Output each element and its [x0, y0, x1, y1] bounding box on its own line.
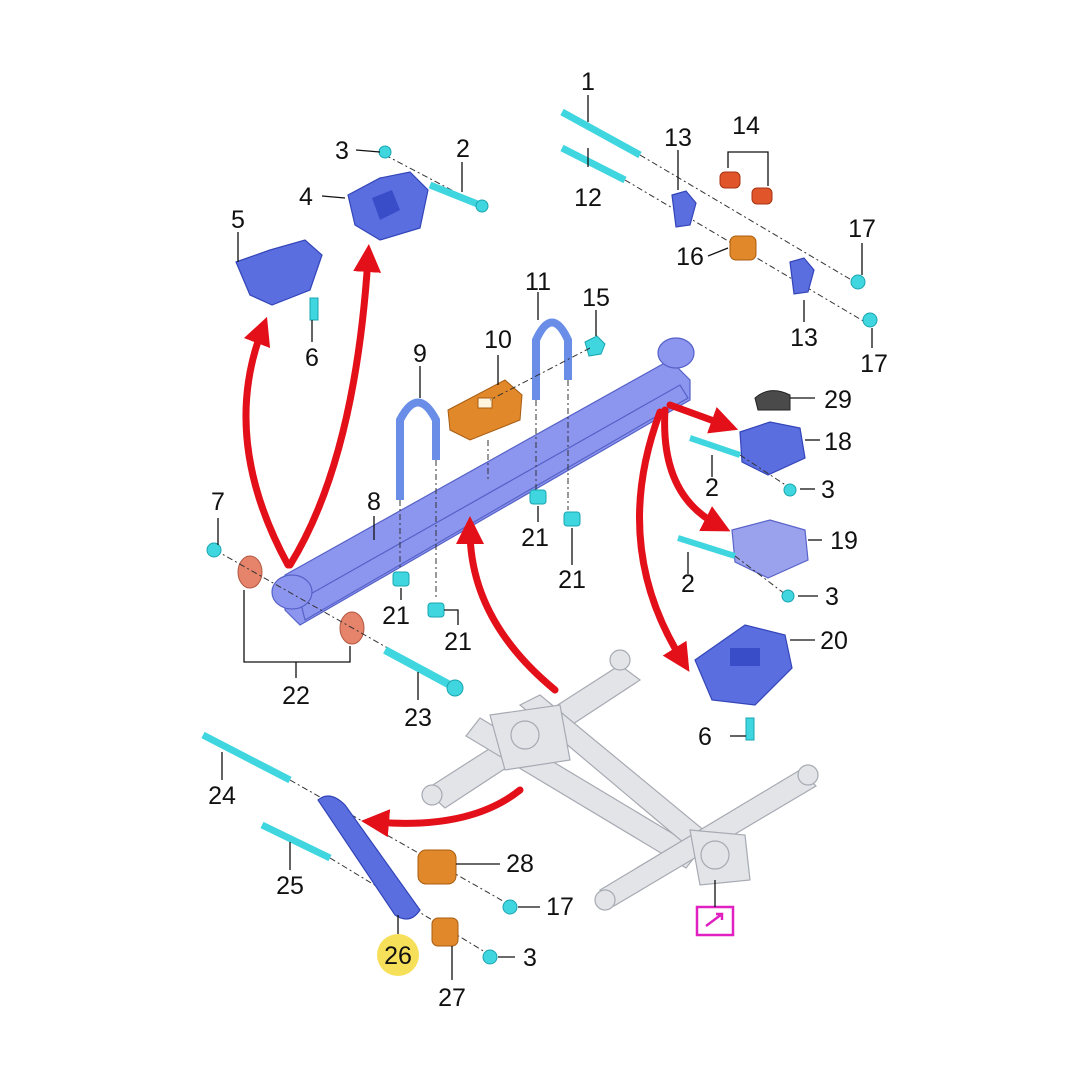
callout-21: 21	[444, 628, 472, 656]
callout-3: 3	[825, 583, 839, 611]
callout-17: 17	[546, 893, 574, 921]
callout-11: 11	[525, 268, 551, 296]
callout-13: 13	[790, 324, 818, 352]
u-bolt-9	[396, 398, 440, 600]
callout-22: 22	[282, 682, 310, 710]
callout-17: 17	[848, 215, 876, 243]
rear-axle-frame	[421, 649, 819, 911]
callout-18: 18	[824, 428, 852, 456]
callout-13: 13	[664, 124, 692, 152]
callout-21: 21	[521, 524, 549, 552]
callout-20: 20	[820, 627, 848, 655]
callout-15: 15	[582, 284, 610, 312]
u-bolt-11	[532, 318, 572, 510]
callout-8: 8	[367, 488, 381, 516]
leaf-spring	[271, 337, 695, 626]
callout-23: 23	[404, 704, 432, 732]
callout-29: 29	[824, 386, 852, 414]
callout-16: 16	[676, 243, 704, 271]
callout-19: 19	[830, 527, 858, 555]
callout-3: 3	[335, 137, 349, 165]
callout-2: 2	[705, 474, 719, 502]
bracket-20	[694, 624, 793, 741]
callout-12: 12	[574, 184, 602, 212]
callout-24: 24	[208, 782, 236, 810]
assembly-arrows	[242, 244, 739, 838]
callout-10: 10	[484, 326, 512, 354]
callout-5: 5	[231, 206, 245, 234]
callout-3: 3	[523, 944, 537, 972]
callout-6: 6	[305, 344, 319, 372]
callout-26: 26	[384, 942, 412, 970]
callout-labels: 1 2 3 4 5 6 7 8 9 10 11 12 13 14 15 16 1…	[208, 68, 888, 1012]
spring-hanger-bracket	[347, 154, 481, 241]
u-bolt-nuts	[392, 489, 581, 618]
leader-lines	[217, 95, 873, 980]
shock-absorber	[201, 731, 518, 965]
callout-21: 21	[382, 602, 410, 630]
callout-highlight-26	[377, 934, 419, 976]
callout-25: 25	[276, 872, 304, 900]
repair-manual-icon	[695, 880, 735, 937]
callout-1: 1	[581, 68, 595, 96]
nut-7	[206, 542, 222, 558]
callout-2: 2	[681, 570, 695, 598]
rubber-stop-29	[754, 390, 791, 411]
nut-3-top	[378, 145, 392, 159]
callout-14: 14	[732, 112, 760, 140]
callout-28: 28	[506, 850, 534, 878]
spring-eye-bushings	[214, 549, 401, 656]
bump-stop	[489, 335, 606, 401]
bracket-19	[677, 519, 809, 603]
callout-27: 27	[438, 984, 466, 1012]
bolt-2-top	[428, 181, 489, 213]
callout-6: 6	[698, 723, 712, 751]
callout-17: 17	[860, 350, 888, 378]
callout-4: 4	[299, 183, 313, 211]
front-shackle-bracket	[235, 239, 323, 321]
callout-7: 7	[211, 488, 225, 516]
callout-3: 3	[821, 476, 835, 504]
callout-21: 21	[558, 566, 586, 594]
bolt-23	[383, 646, 464, 697]
callout-2: 2	[456, 135, 470, 163]
callout-9: 9	[413, 340, 427, 368]
bracket-18	[689, 421, 806, 497]
shackle-assembly	[560, 108, 878, 328]
spring-seat-pad	[447, 379, 523, 480]
